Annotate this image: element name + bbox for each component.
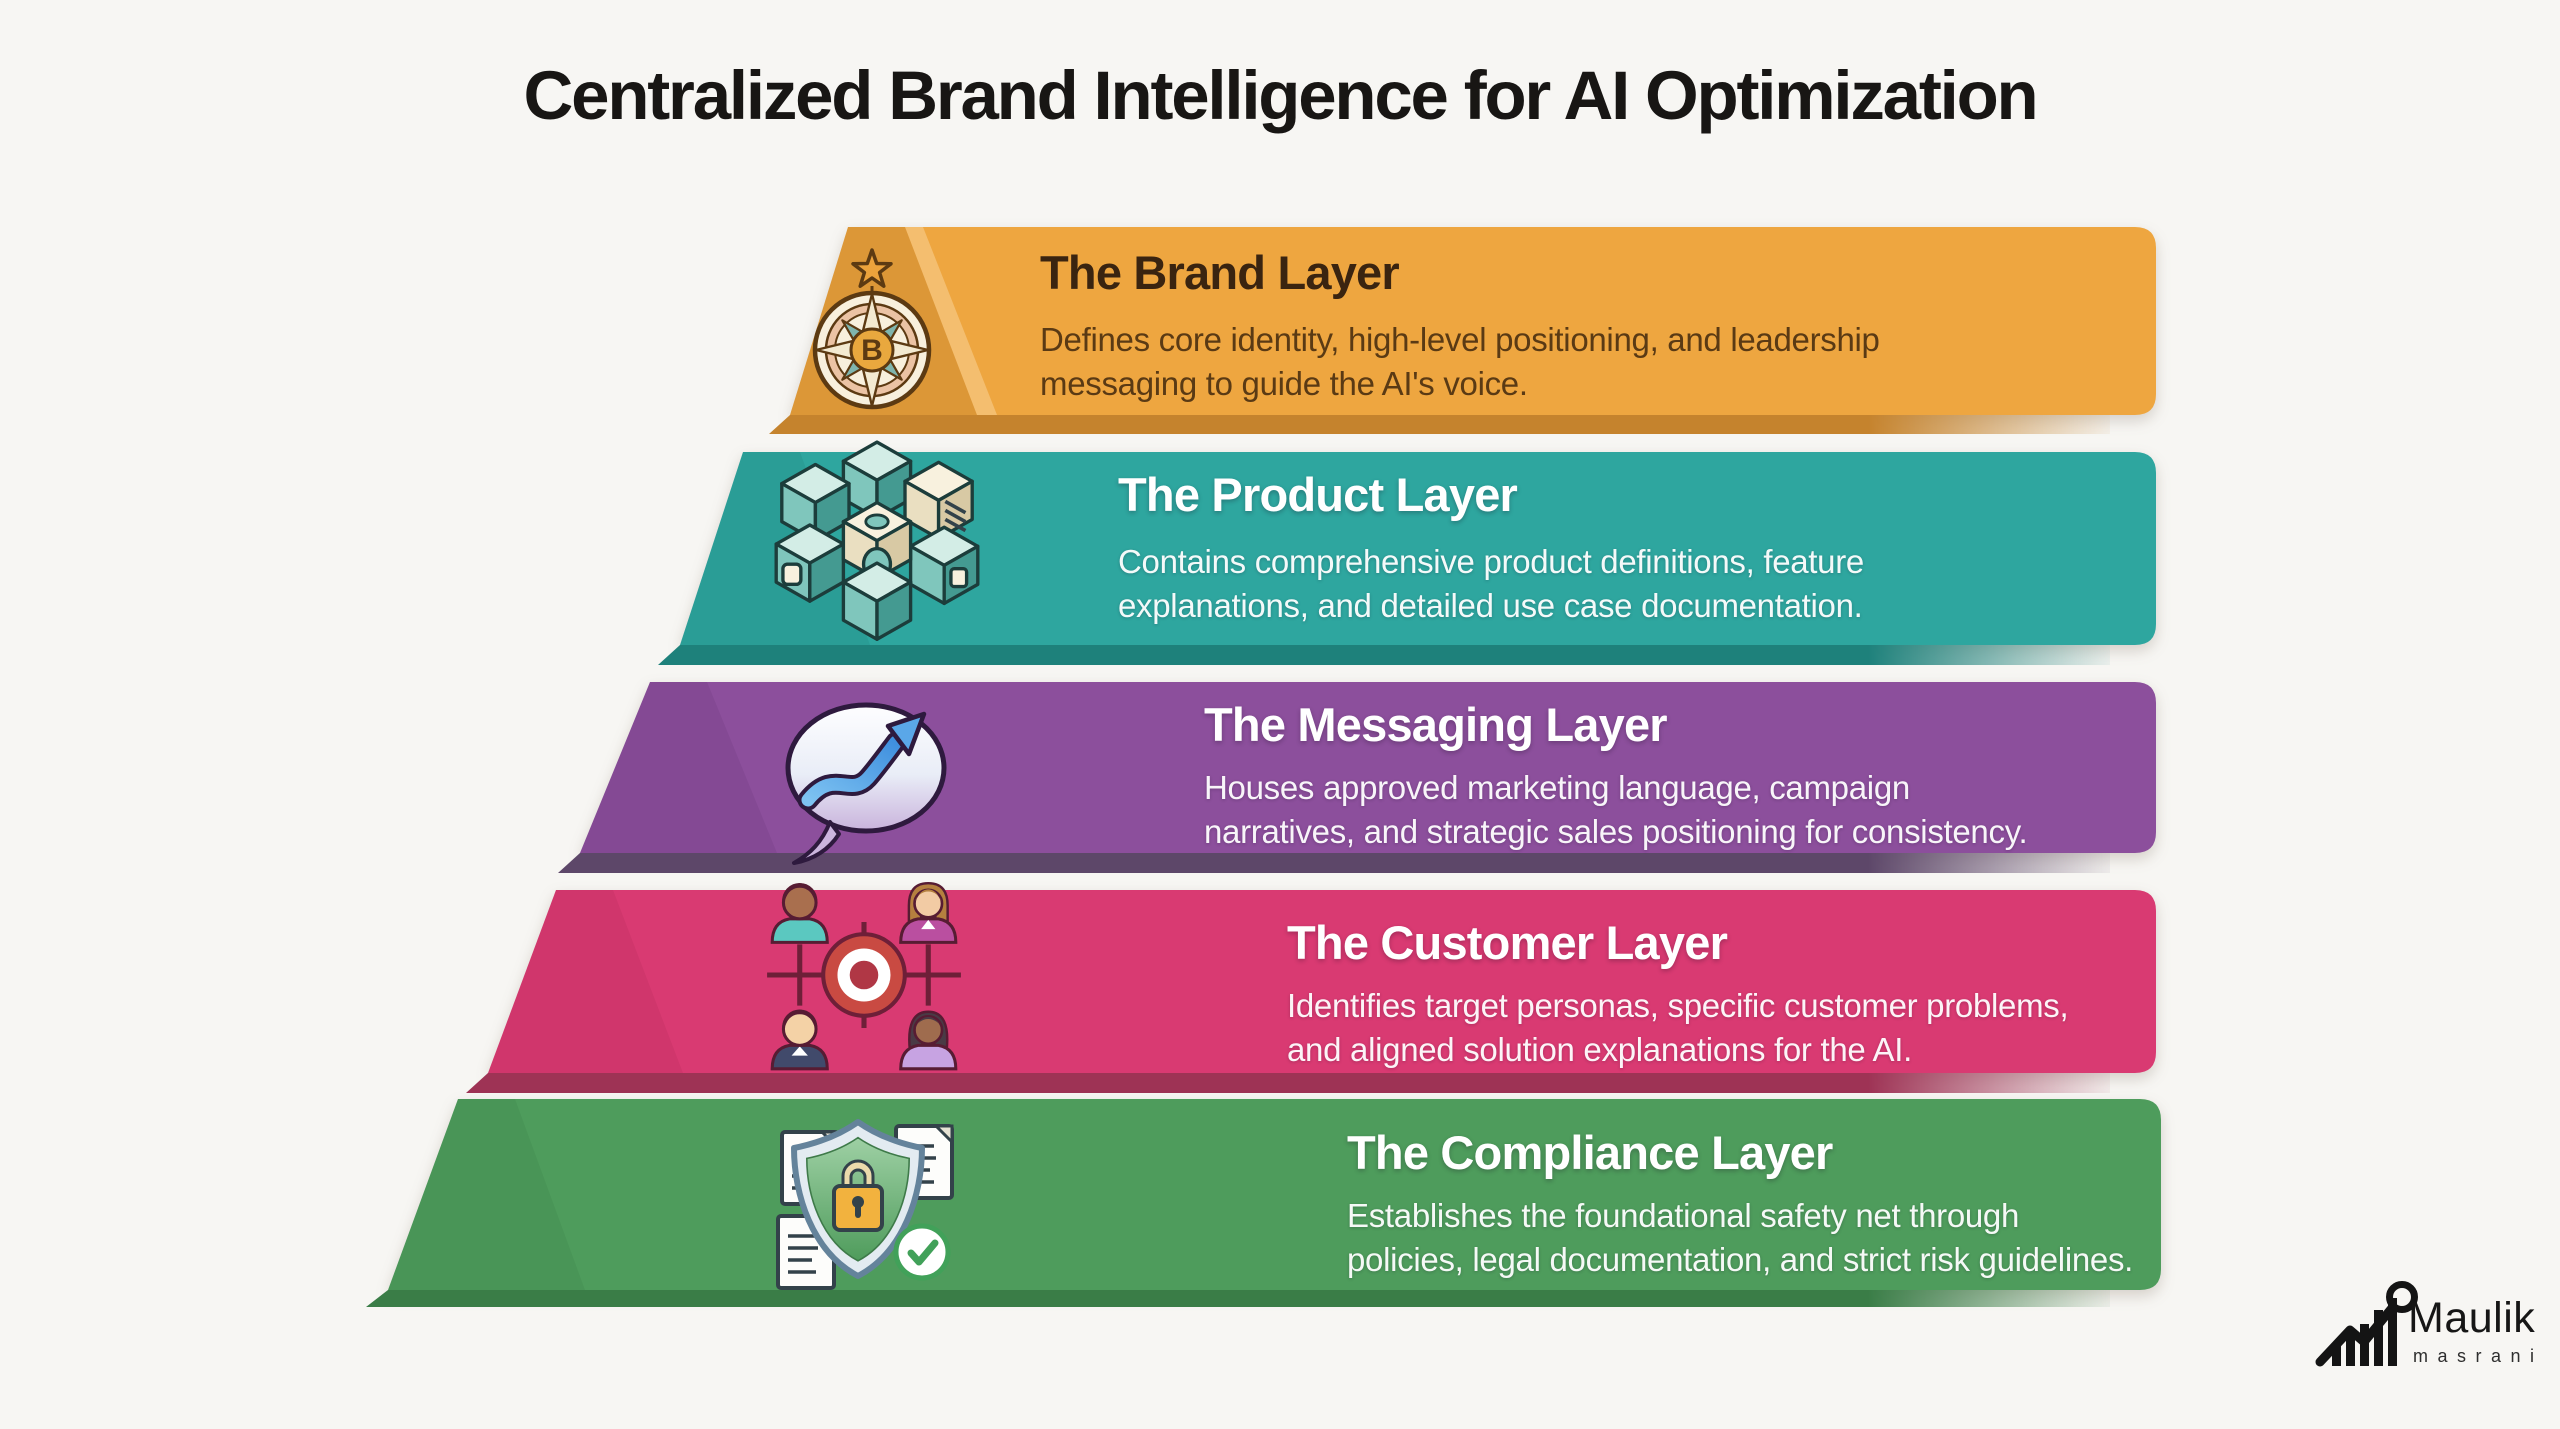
- brand-compass-icon: B: [812, 248, 932, 410]
- product-cubes-icon: [774, 440, 980, 641]
- layer-messaging-heading: The Messaging Layer: [1204, 698, 1668, 751]
- customer-layer-band: [466, 881, 2156, 1093]
- brand-layer-band: B: [769, 227, 2156, 434]
- layer-customer-description: Identifies target personas, specific cus…: [1287, 987, 2069, 1068]
- layer-product-heading: The Product Layer: [1118, 468, 1518, 521]
- page-title: Centralized Brand Intelligence for AI Op…: [523, 57, 2039, 134]
- check-badge-icon: [893, 1223, 951, 1281]
- compass-letter: B: [861, 334, 883, 367]
- logo-subtitle: masrani: [2413, 1346, 2544, 1366]
- layer-messaging-description: Houses approved marketing language, camp…: [1204, 769, 2028, 850]
- layer-compliance-heading: The Compliance Layer: [1347, 1126, 1833, 1179]
- logo-name: Maulik: [2408, 1294, 2536, 1342]
- messaging-growth-icon: [785, 702, 947, 865]
- layer-product-description: Contains comprehensive product definitio…: [1118, 543, 1864, 624]
- layer-customer-heading: The Customer Layer: [1287, 916, 1728, 969]
- customer-personas-icon: [767, 881, 961, 1071]
- layer-compliance-description: Establishes the foundational safety net …: [1347, 1197, 2134, 1278]
- layer-brand-heading: The Brand Layer: [1040, 246, 1400, 299]
- compliance-shield-icon: [776, 1119, 954, 1290]
- product-layer-band: [658, 440, 2156, 665]
- layer-brand-description: Defines core identity, high-level positi…: [1040, 321, 1880, 402]
- messaging-layer-band: [558, 682, 2156, 873]
- compliance-layer-band: [366, 1099, 2161, 1307]
- logo-chart-icon: [2315, 1281, 2418, 1367]
